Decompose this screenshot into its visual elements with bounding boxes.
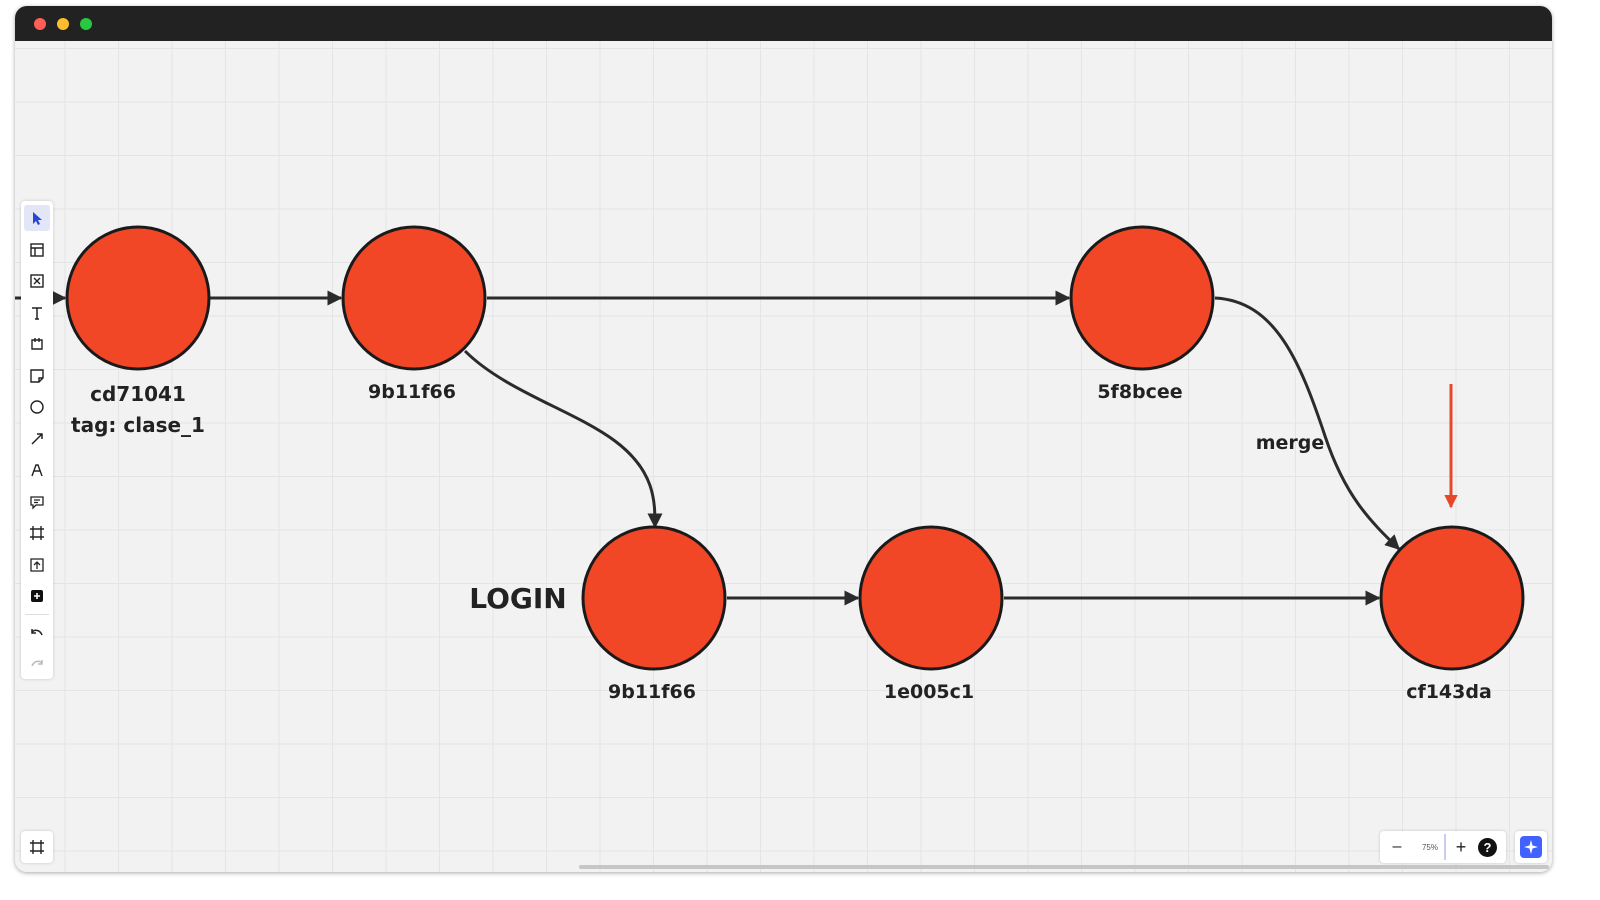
upload-icon [30, 558, 44, 572]
zoom-level[interactable]: 75% [1416, 834, 1446, 860]
whiteboard-canvas[interactable]: cd71041 tag: clase_1 9b11f66 5f8bcee 9b1… [15, 41, 1552, 872]
commit-node[interactable] [1069, 225, 1215, 371]
node-label-1e005c1[interactable]: 1e005c1 [884, 681, 974, 703]
template-icon [30, 243, 44, 257]
node-label-cd71041[interactable]: cd71041 [90, 382, 186, 406]
sticky-note-tool[interactable] [24, 363, 50, 389]
zoom-out-button[interactable]: – [1392, 838, 1402, 855]
text-tool[interactable] [24, 300, 50, 326]
pen-icon [31, 464, 43, 477]
templates-tool[interactable] [24, 237, 50, 263]
node-label-cf143da[interactable]: cf143da [1406, 681, 1492, 703]
frame-tool[interactable] [24, 520, 50, 546]
sticky-note-icon [30, 369, 44, 383]
help-icon[interactable]: ? [1478, 838, 1497, 857]
connector-tool[interactable] [24, 426, 50, 452]
redo-icon [31, 660, 43, 667]
branch-label-login[interactable]: LOGIN [469, 582, 566, 615]
node-label-9b11f66-bottom[interactable]: 9b11f66 [608, 681, 696, 703]
undo-icon [31, 629, 43, 636]
frames-tool[interactable] [24, 268, 50, 294]
pen-tool[interactable] [24, 457, 50, 483]
commit-node[interactable] [581, 525, 727, 671]
node-label-9b11f66-top[interactable]: 9b11f66 [368, 381, 456, 403]
horizontal-scrollbar[interactable] [579, 865, 1549, 869]
comment-tool[interactable] [24, 489, 50, 515]
frame-icon [30, 526, 44, 540]
arrow-icon [31, 433, 43, 445]
app-window: cd71041 tag: clase_1 9b11f66 5f8bcee 9b1… [15, 6, 1552, 872]
undo-button[interactable] [24, 621, 50, 647]
redo-button[interactable] [24, 652, 50, 678]
comment-icon [30, 496, 44, 510]
git-graph-diagram: cd71041 tag: clase_1 9b11f66 5f8bcee 9b1… [15, 225, 1525, 703]
zoom-in-button[interactable]: + [1455, 836, 1467, 857]
zoom-controls: – 75% + ? [1380, 831, 1506, 863]
commit-node[interactable] [65, 225, 211, 371]
minimize-window-button[interactable] [57, 18, 69, 30]
commit-node[interactable] [1379, 525, 1525, 671]
close-window-button[interactable] [34, 18, 46, 30]
edge-merge-5f8bcee-to-cf143da[interactable] [1214, 296, 1401, 551]
edge-9b11f66-to-login-branch[interactable] [463, 349, 663, 529]
title-bar [15, 6, 1552, 41]
frame-icon [30, 840, 44, 854]
plus-icon [31, 590, 43, 602]
node-sublabel-tag[interactable]: tag: clase_1 [71, 413, 205, 437]
text-icon [32, 307, 42, 320]
frame-x-icon [30, 274, 44, 288]
creation-toolbar [21, 201, 53, 679]
assistant-button[interactable] [1515, 831, 1547, 863]
commit-node[interactable] [341, 225, 487, 371]
cursor-icon [33, 212, 42, 225]
maximize-window-button[interactable] [80, 18, 92, 30]
upload-tool[interactable] [24, 552, 50, 578]
shape-tool[interactable] [24, 394, 50, 420]
commit-node[interactable] [858, 525, 1004, 671]
more-apps-tool[interactable] [24, 583, 50, 609]
sparkle-icon [1520, 836, 1542, 858]
select-tool[interactable] [24, 205, 50, 231]
node-label-5f8bcee[interactable]: 5f8bcee [1097, 381, 1182, 403]
comment-card-tool[interactable] [24, 331, 50, 357]
edge-label-merge[interactable]: merge [1256, 432, 1325, 454]
card-icon [31, 338, 43, 350]
toolbar-divider [25, 614, 49, 615]
circle-icon [30, 400, 44, 414]
frames-panel-button[interactable] [21, 831, 53, 863]
